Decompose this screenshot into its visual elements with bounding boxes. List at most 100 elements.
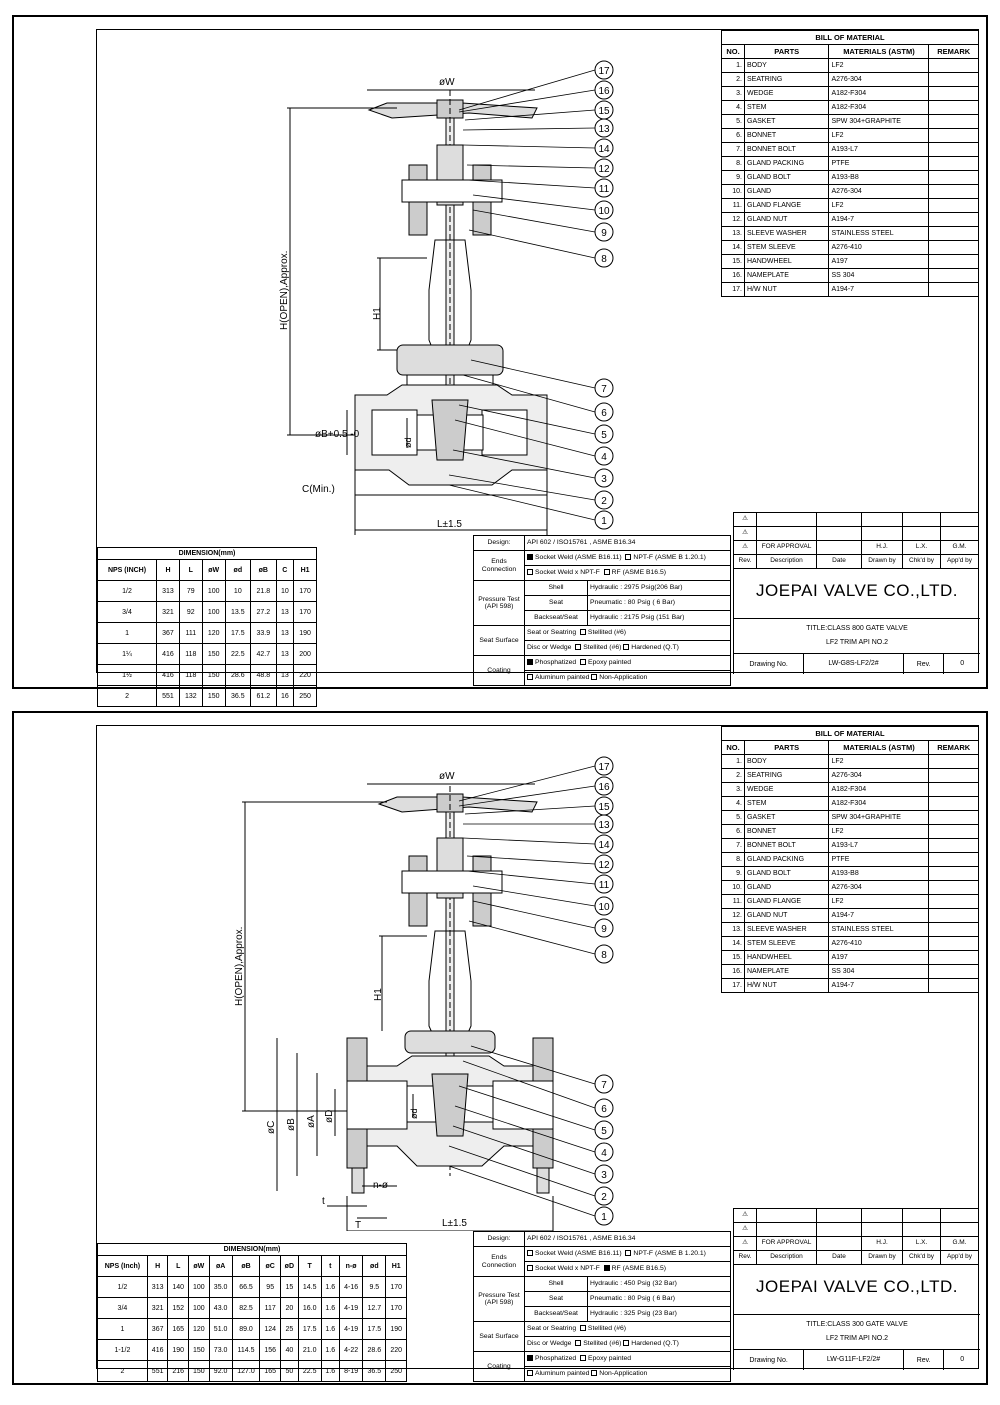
callout-bubble — [594, 854, 614, 874]
ends-opt: Socket Weld x NPT-F — [535, 569, 600, 576]
callout-bubble — [594, 776, 614, 796]
bom-remark — [928, 894, 979, 909]
dimension-cell: 416 — [146, 1339, 169, 1361]
callout-leader — [452, 1125, 596, 1175]
bom-no: 9. — [721, 170, 745, 185]
dimension-cell: 100 — [201, 580, 226, 602]
dimension-cell: 1.6 — [320, 1276, 340, 1298]
dimension-cell: 1.6 — [320, 1339, 340, 1361]
callout-leader — [448, 1145, 596, 1197]
title-line: LF2 TRIM API NO.2 — [825, 1335, 889, 1342]
dimension-cell: 190 — [385, 1318, 407, 1340]
bom-part: STEM — [743, 100, 830, 115]
dimension-cell: 13.5 — [224, 601, 252, 623]
callout-leader — [462, 127, 596, 131]
bom-remark — [928, 964, 979, 979]
callout-bubble — [594, 814, 614, 834]
callout-leader — [470, 359, 596, 389]
drawing-sheet-socket-weld: øW H(OPEN),Approx. H1 øB+0.5 -0 ød C(Min… — [12, 15, 988, 707]
rev-col: App'd by — [939, 554, 980, 569]
seat-label: Seat — [524, 595, 588, 611]
dim-h1-label: H1 — [372, 307, 383, 320]
dimension-cell: 1.6 — [320, 1360, 340, 1382]
bom-remark — [928, 950, 979, 965]
for-approval: FOR APPROVAL — [756, 540, 817, 555]
backseat-value: Hydraulic : 2175 Psig (151 Bar) — [587, 610, 731, 626]
rev-hj: H.J. — [861, 1236, 903, 1251]
dimension-cell: 1-1/2 — [97, 1339, 148, 1361]
bom-part: STEM SLEEVE — [743, 240, 830, 255]
callout-leader — [458, 765, 596, 802]
surface-item: Disc or Wedge — [527, 644, 572, 651]
bom-remark — [928, 936, 979, 951]
dimension-col-header: H — [156, 559, 180, 581]
bom-material: LF2 — [828, 754, 930, 769]
bom-no: 8. — [721, 156, 745, 171]
bom-no: 4. — [721, 100, 745, 115]
callout-number: 16 — [598, 86, 610, 97]
callout-bubble — [594, 1164, 614, 1184]
ends-check-1 — [625, 1250, 632, 1257]
bom-part: GLAND PACKING — [743, 852, 830, 867]
rev-col: Description — [756, 554, 817, 569]
callout-number: 1 — [601, 1212, 607, 1223]
surface-item: Stellited (#6) — [583, 1340, 622, 1347]
callout-bubble — [594, 1074, 614, 1094]
rev-col: Rev. — [733, 554, 757, 569]
callout-leader — [466, 164, 596, 169]
callout-bubble — [594, 944, 614, 964]
callout-leader — [472, 209, 596, 233]
dim-dd-label: øD — [324, 1110, 335, 1123]
bom-material: STAINLESS STEEL — [828, 922, 930, 937]
dimension-cell: 321 — [146, 1297, 169, 1319]
callout-bubble — [594, 402, 614, 422]
backseat-label: Backseat/Seat — [524, 1306, 588, 1322]
ends-label: Ends Connection — [473, 550, 525, 581]
bom-no: 6. — [721, 128, 745, 143]
ends-check-0 — [527, 1250, 533, 1257]
drawing-frame: øW H(OPEN),Approx. H1 øC øB øA øD ød n-ø… — [96, 725, 980, 1382]
dimension-cell: 216 — [167, 1360, 190, 1382]
callout-leader — [458, 69, 596, 111]
rev-col: Date — [816, 554, 862, 569]
bom-material: A194-7 — [828, 212, 930, 227]
dimension-cell: 200 — [293, 643, 317, 665]
callout-leader — [448, 484, 596, 521]
bom-col-header: PARTS — [743, 44, 830, 59]
callout-leader — [452, 449, 596, 479]
bom-col-header: NO. — [721, 44, 745, 59]
dimension-cell: 1/2 — [96, 580, 158, 602]
bom-part: WEDGE — [743, 86, 830, 101]
callout-leader — [468, 920, 596, 955]
bom-material: PTFE — [828, 156, 930, 171]
coating-item: Non-Application — [599, 674, 648, 681]
callout-number: 2 — [601, 496, 607, 507]
dimension-cell: 36.5 — [362, 1360, 387, 1382]
bom-no: 17. — [721, 978, 745, 993]
bom-no: 11. — [721, 894, 745, 909]
coating-item: Aluminum painted — [535, 674, 590, 681]
bom-part: GLAND NUT — [743, 908, 830, 923]
dimension-cell: 33.9 — [250, 622, 277, 644]
dimension-col-header: øD — [280, 1255, 299, 1277]
rev-col: Chk'd by — [901, 1250, 941, 1265]
coating-item: Epoxy painted — [587, 659, 632, 666]
dimension-cell: 3/4 — [96, 601, 158, 623]
dimension-col-header: øW — [201, 559, 226, 581]
drawing-sheet-flanged: øW H(OPEN),Approx. H1 øC øB øA øD ød n-ø… — [12, 711, 988, 1385]
bom-material: SS 304 — [828, 268, 930, 283]
title-block: JOEPAI VALVE CO.,LTD. TITLE:CLASS 300 GA… — [733, 1259, 980, 1370]
